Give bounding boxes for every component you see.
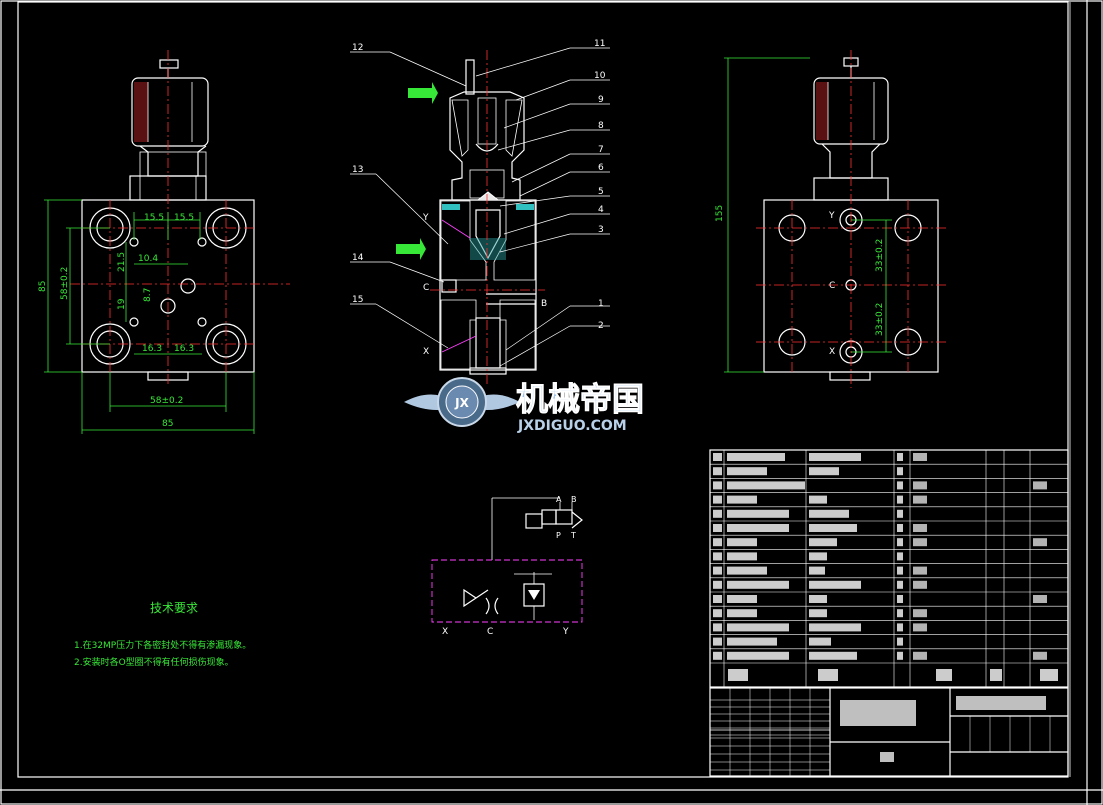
schematic-a: A <box>556 495 562 504</box>
schematic-p: P <box>556 531 561 540</box>
technical-requirements: 技术要求 1.在32MP压力下各密封处不得有渗漏现象。 2.安装时各O型圈不得有… <box>74 601 251 668</box>
title-block <box>709 687 1069 777</box>
callout-12: 12 <box>352 43 363 53</box>
side-port-c: C <box>829 281 835 291</box>
front-view-dimensions: 15.5 15.5 10.4 21.5 8.7 19 16.3 16.3 58±… <box>38 199 255 434</box>
section-port-c: C <box>423 283 429 293</box>
schematic-t: T <box>570 531 576 540</box>
callout-9: 9 <box>598 95 604 105</box>
dim-155: 155 <box>715 205 725 222</box>
section-port-y: Y <box>422 213 429 223</box>
dim-15-5-left: 15.5 <box>144 213 164 223</box>
callout-7: 7 <box>598 145 604 155</box>
callout-3: 3 <box>598 225 604 235</box>
dim-85-horizontal: 85 <box>162 419 173 429</box>
side-port-x: X <box>829 347 835 357</box>
watermark-logo: JX 机械帝国 JXDIGUO.COM <box>404 377 645 434</box>
requirement-2: 2.安装时各O型圈不得有任何损伤现象。 <box>74 656 234 668</box>
section-view <box>430 50 545 385</box>
schematic-x: X <box>442 627 448 637</box>
schematic-b: B <box>571 495 577 504</box>
schematic-c: C <box>487 627 493 637</box>
schematic-y: Y <box>562 627 569 637</box>
dim-8-7: 8.7 <box>143 288 153 302</box>
parts-list <box>709 449 1069 688</box>
requirements-title: 技术要求 <box>150 601 198 615</box>
dim-33-lower: 33±0.2 <box>875 303 885 336</box>
callout-14: 14 <box>352 253 364 263</box>
watermark-title: 机械帝国 <box>516 380 644 418</box>
side-port-y: Y <box>828 211 835 221</box>
callout-10: 10 <box>594 71 606 81</box>
section-callouts: 1 2 3 4 5 6 7 8 9 10 11 12 13 14 15 Y C … <box>350 39 610 367</box>
callout-5: 5 <box>598 187 604 197</box>
hydraulic-schematic: A B P T X C Y <box>431 495 583 637</box>
callout-6: 6 <box>598 163 604 173</box>
dim-33-upper: 33±0.2 <box>875 239 885 272</box>
callout-15: 15 <box>352 295 363 305</box>
dim-19: 19 <box>117 298 127 310</box>
dim-58-horizontal: 58±0.2 <box>150 396 183 406</box>
section-port-x: X <box>423 347 429 357</box>
dim-15-5-right: 15.5 <box>174 213 194 223</box>
requirement-1: 1.在32MP压力下各密封处不得有渗漏现象。 <box>74 639 251 651</box>
section-port-b: B <box>541 299 547 309</box>
callout-4: 4 <box>598 205 604 215</box>
dim-85-vertical: 85 <box>38 281 48 292</box>
callout-1: 1 <box>598 299 604 309</box>
side-view: Y C X 155 33±0.2 33±0.2 <box>715 50 946 388</box>
dim-16-3-left: 16.3 <box>142 344 162 354</box>
watermark-badge: JX <box>454 396 469 410</box>
dim-21-5: 21.5 <box>117 252 127 272</box>
dim-10-4: 10.4 <box>138 254 158 264</box>
callout-8: 8 <box>598 121 604 131</box>
callout-11: 11 <box>594 39 605 49</box>
dim-16-3-right: 16.3 <box>174 344 194 354</box>
callout-13: 13 <box>352 165 363 175</box>
watermark-url: JXDIGUO.COM <box>517 418 627 434</box>
dim-58-vertical: 58±0.2 <box>60 267 70 300</box>
callout-2: 2 <box>598 321 604 331</box>
